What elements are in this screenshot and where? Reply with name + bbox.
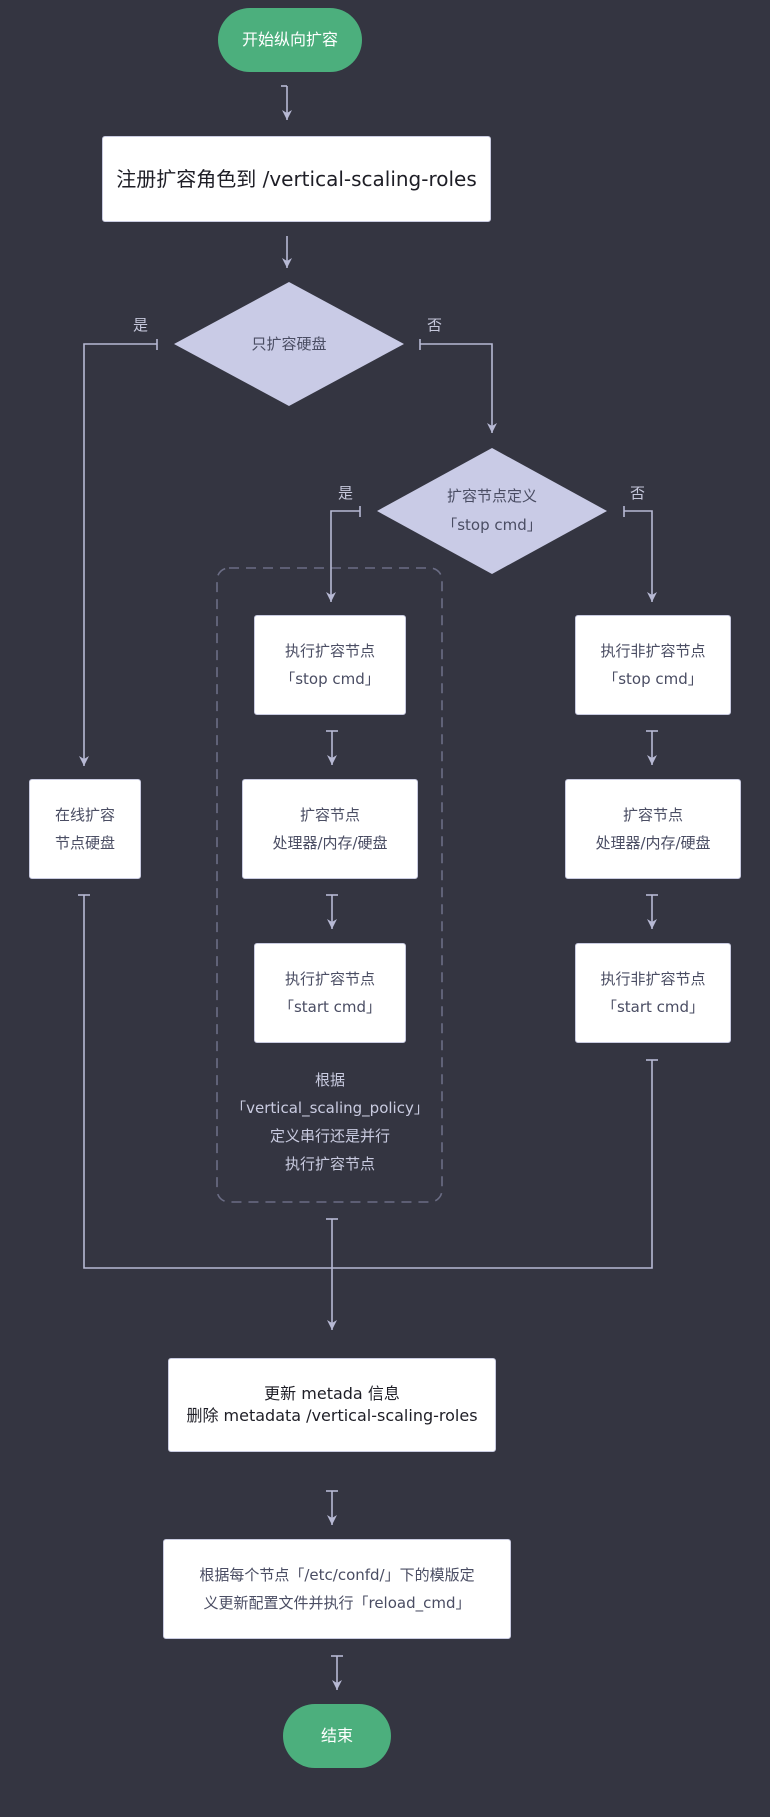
resize-nonscaling-box: 扩容节点 处理器/内存/硬盘 <box>565 779 741 879</box>
stop-nonscaling-box: 执行非扩容节点 「stop cmd」 <box>575 615 731 715</box>
update-config-line2: 义更新配置文件并执行「reload_cmd」 <box>203 1594 471 1612</box>
policy-note-line2: 「vertical_scaling_policy」 <box>231 1099 429 1117</box>
policy-note-line3: 定义串行还是并行 <box>269 1127 390 1145</box>
start-nonscaling-box: 执行非扩容节点 「start cmd」 <box>575 943 731 1043</box>
decision-disk-label: 只扩容硬盘 <box>251 334 327 353</box>
start-scaling-line2: 「start cmd」 <box>278 998 382 1016</box>
end-label: 结束 <box>320 1726 353 1745</box>
start-scaling-box: 执行扩容节点 「start cmd」 <box>254 943 406 1043</box>
stop-scaling-line2: 「stop cmd」 <box>280 670 380 688</box>
stop-scaling-line1: 执行扩容节点 <box>284 642 375 660</box>
start-nonscaling-line1: 执行非扩容节点 <box>600 970 706 988</box>
resize-nonscaling-line1: 扩容节点 <box>622 806 683 824</box>
start-node: 开始纵向扩容 <box>218 8 362 72</box>
update-config-box: 根据每个节点「/etc/confd/」下的模版定 义更新配置文件并执行「relo… <box>163 1539 511 1639</box>
update-metadata-box: 更新 metada 信息 删除 metadata /vertical-scali… <box>168 1358 496 1452</box>
stop-nonscaling-line2: 「stop cmd」 <box>603 670 703 688</box>
decision-disk-no-label: 否 <box>427 316 443 334</box>
update-metadata-line1: 更新 metada 信息 <box>264 1384 400 1403</box>
decision-disk-node: 只扩容硬盘 <box>194 328 384 360</box>
decision-disk-shape <box>174 282 404 406</box>
update-metadata-line2: 删除 metadata /vertical-scaling-roles <box>186 1406 478 1425</box>
decision-stop-yes-label: 是 <box>338 484 354 502</box>
policy-note: 根据 「vertical_scaling_policy」 定义串行还是并行 执行… <box>220 1066 440 1178</box>
connector-lines <box>78 85 658 1690</box>
start-scaling-line1: 执行扩容节点 <box>284 970 375 988</box>
decision-stop-no-label: 否 <box>630 484 646 502</box>
online-disk-box: 在线扩容 节点硬盘 <box>29 779 141 879</box>
decision-stop-line1: 扩容节点定义 <box>446 487 537 505</box>
resize-scaling-box: 扩容节点 处理器/内存/硬盘 <box>242 779 418 879</box>
update-config-line1: 根据每个节点「/etc/confd/」下的模版定 <box>199 1566 475 1584</box>
resize-scaling-line2: 处理器/内存/硬盘 <box>272 834 388 852</box>
decision-stop-node: 扩容节点定义 「stop cmd」 <box>397 482 587 540</box>
policy-note-line4: 执行扩容节点 <box>284 1155 375 1173</box>
stop-scaling-box: 执行扩容节点 「stop cmd」 <box>254 615 406 715</box>
decision-disk-yes-label: 是 <box>133 316 149 334</box>
start-label: 开始纵向扩容 <box>241 30 338 49</box>
decision-stop-line2: 「stop cmd」 <box>442 516 542 534</box>
decision-stop-shape <box>377 448 607 574</box>
stop-nonscaling-line1: 执行非扩容节点 <box>600 642 706 660</box>
register-roles-label: 注册扩容角色到 /vertical-scaling-roles <box>116 167 477 191</box>
end-node: 结束 <box>283 1704 391 1768</box>
resize-scaling-line1: 扩容节点 <box>299 806 360 824</box>
resize-nonscaling-line2: 处理器/内存/硬盘 <box>595 834 711 852</box>
online-disk-line1: 在线扩容 <box>54 806 115 824</box>
policy-note-line1: 根据 <box>314 1071 345 1089</box>
online-disk-line2: 节点硬盘 <box>54 834 115 852</box>
start-nonscaling-line2: 「start cmd」 <box>601 998 705 1016</box>
register-roles-box: 注册扩容角色到 /vertical-scaling-roles <box>102 136 491 222</box>
